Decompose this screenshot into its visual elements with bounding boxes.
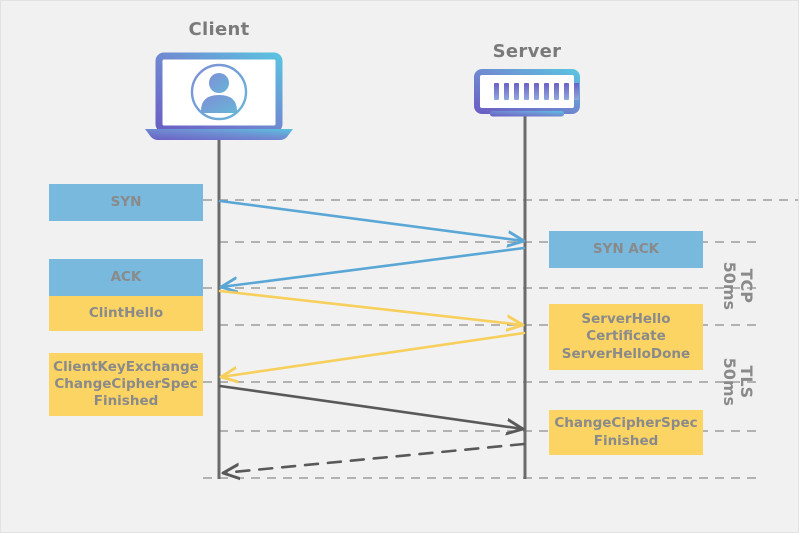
message-line: ACK <box>110 268 142 285</box>
server-title: Server <box>492 41 562 62</box>
arrow-client-key-exchange <box>218 384 523 429</box>
phase-label-tcp: TCP 50ms <box>720 246 756 326</box>
client-title: Client <box>188 19 250 40</box>
dashed-guides <box>203 199 798 479</box>
message-line: SYN ACK <box>592 240 660 257</box>
message-box-syn[interactable]: SYN <box>49 184 203 221</box>
message-line: Finished <box>93 393 159 410</box>
message-box-client-hello[interactable]: ClintHello <box>49 296 203 331</box>
message-line: ClientKeyExchange <box>53 358 199 375</box>
server-rack-icon <box>474 69 580 117</box>
message-line: Certificate <box>586 328 666 345</box>
arrow-client-hello <box>218 289 523 325</box>
message-line: ChangeCipherSpec <box>554 415 698 432</box>
arrow-server-hello <box>221 331 526 377</box>
arrow-application-data <box>223 442 526 473</box>
message-line: SYN <box>110 193 142 210</box>
message-line: ServerHello <box>581 311 671 328</box>
message-box-server-change-cipher[interactable]: ChangeCipherSpec Finished <box>549 410 703 455</box>
laptop-user-icon <box>145 52 293 140</box>
arrow-syn-ack <box>221 246 526 287</box>
message-box-client-key-exchange[interactable]: ClientKeyExchange ChangeCipherSpec Finis… <box>49 353 203 416</box>
message-line: ServerHelloDone <box>561 345 691 362</box>
phase-name: TCP <box>736 268 756 303</box>
phase-label-tls: TLS 50ms <box>720 342 756 422</box>
message-box-syn-ack[interactable]: SYN ACK <box>549 231 703 268</box>
message-line: Finished <box>593 432 659 449</box>
message-box-server-hello[interactable]: ServerHello Certificate ServerHelloDone <box>549 304 703 370</box>
message-box-ack[interactable]: ACK <box>49 259 203 296</box>
phase-name: TLS <box>736 365 756 399</box>
phase-time: 50ms <box>720 357 739 407</box>
phase-time: 50ms <box>720 261 739 311</box>
message-line: ClintHello <box>88 304 164 321</box>
message-line: ChangeCipherSpec <box>54 375 198 392</box>
arrow-syn <box>218 199 524 241</box>
